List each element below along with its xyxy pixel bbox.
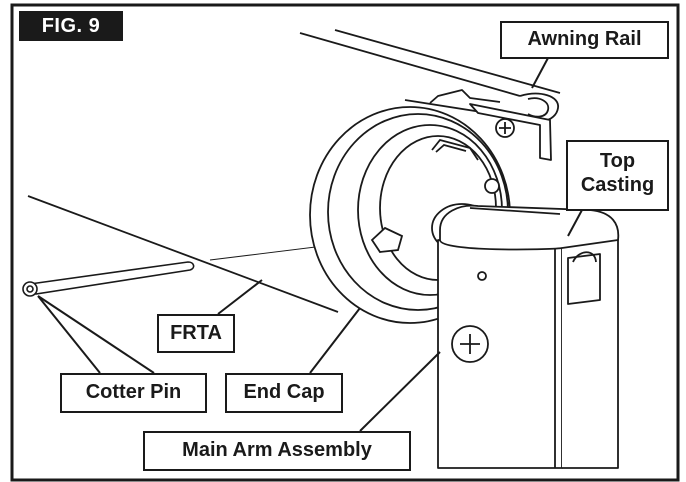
leader-lines xyxy=(37,57,583,432)
awning-rail-label: Awning Rail xyxy=(500,21,669,59)
top-casting-label: Top Casting xyxy=(566,140,669,211)
main-arm-assembly-label: Main Arm Assembly xyxy=(143,431,411,471)
top-casting-label-line2: Casting xyxy=(580,174,655,196)
main-arm-shape xyxy=(437,204,620,469)
cotter-pin-shape xyxy=(22,261,195,297)
awning-rail-shape xyxy=(299,29,561,161)
figure-number: FIG. 9 xyxy=(19,11,123,41)
cotter-pin-label: Cotter Pin xyxy=(60,373,207,413)
figure-frame xyxy=(10,3,680,482)
frta-label: FRTA xyxy=(157,314,235,353)
end-cap-label: End Cap xyxy=(225,373,343,413)
top-casting-label-line1: Top xyxy=(599,150,636,172)
